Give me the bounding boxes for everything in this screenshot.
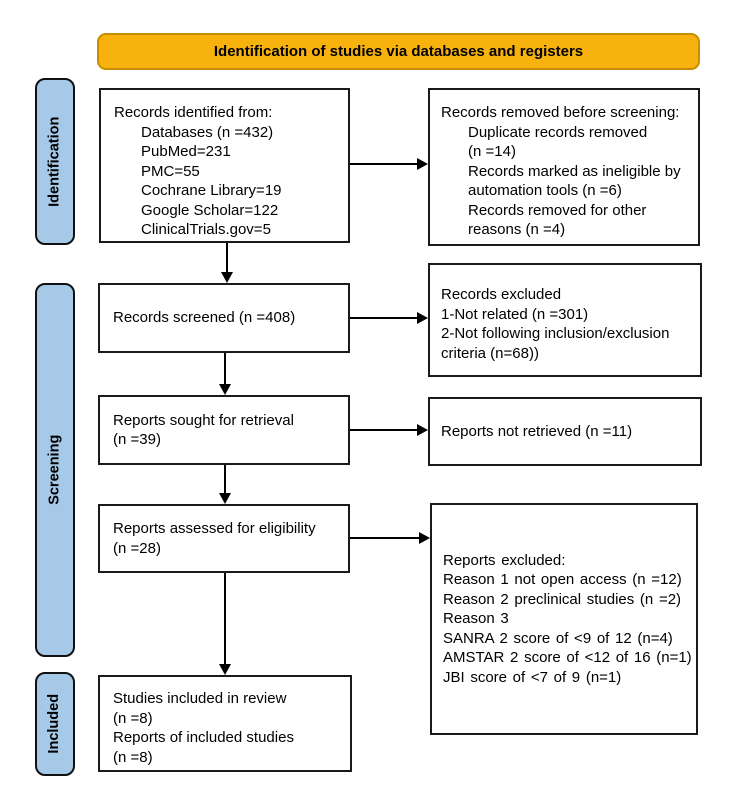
diagram-title-banner: Identification of studies via databases …: [97, 33, 700, 70]
box-line: PMC=55: [141, 162, 200, 180]
box-line: Records marked as ineligible by: [468, 162, 681, 180]
box-line: Reason 2 preclinical studies (n =2): [443, 590, 682, 608]
box-records-removed: Records removed before screening: Duplic…: [428, 88, 700, 246]
box-line: 1-Not related (n =301): [441, 305, 589, 323]
box-line: criteria (n=68)): [441, 344, 539, 362]
box-line: Reports sought for retrieval: [113, 411, 294, 429]
arrow-sought-to-assessed: [219, 465, 231, 504]
box-line: (n =14): [468, 143, 516, 160]
box-records-excluded: Records excluded 1-Not related (n =301) …: [428, 263, 702, 377]
stage-label-screening: Screening: [46, 434, 63, 506]
stage-bar-included: Included: [35, 672, 75, 776]
stage-label-included: Included: [46, 694, 63, 754]
box-line: Reports not retrieved (n =11): [441, 422, 633, 440]
box-line: Reason 1 not open access (n =12): [443, 571, 682, 589]
arrow-assessed-to-reports-excluded: [350, 532, 430, 544]
box-line: AMSTAR 2 score of <12 of 16 (n=1): [443, 649, 692, 667]
box-line: reasons (n =4): [468, 221, 566, 238]
box-line: Records screened (n =408): [113, 309, 296, 327]
box-line: Databases (n =432): [141, 123, 274, 141]
box-line: Duplicate records removed: [468, 123, 648, 141]
box-studies-included: Studies included in review (n =8) Report…: [98, 675, 352, 772]
arrow-screened-to-excluded: [350, 312, 428, 324]
box-reports-assessed: Reports assessed for eligibility (n =28): [98, 504, 350, 573]
box-line: ClinicalTrials.gov=5: [141, 221, 271, 238]
stage-label-identification: Identification: [46, 116, 63, 207]
box-line: Records excluded: [441, 286, 562, 303]
arrow-assessed-to-included: [219, 573, 231, 675]
box-reports-excluded: Reports excluded: Reason 1 not open acce…: [430, 503, 698, 735]
diagram-title: Identification of studies via databases …: [213, 42, 584, 60]
stage-bar-screening: Screening: [35, 283, 75, 657]
arrow-sought-to-not-retrieved: [350, 424, 428, 436]
box-line: 2-Not following inclusion/exclusion: [441, 325, 670, 342]
box-records-screened: Records screened (n =408): [98, 283, 350, 353]
box-line: Reports of included studies: [113, 729, 294, 746]
box-line: (n =39): [113, 431, 161, 448]
box-line: automation tools (n =6): [468, 182, 622, 199]
box-line: SANRA 2 score of <9 of 12 (n=4): [443, 629, 673, 647]
box-line: Cochrane Library=19: [141, 182, 282, 199]
box-line: Records identified from:: [114, 104, 273, 121]
box-line: JBI score of <7 of 9 (n=1): [443, 668, 622, 686]
arrow-screened-to-sought: [219, 353, 231, 395]
box-reports-not-retrieved: Reports not retrieved (n =11): [428, 397, 702, 466]
box-line: (n =28): [113, 539, 161, 557]
box-line: PubMed=231: [141, 143, 231, 160]
stage-bar-identification: Identification: [35, 78, 75, 245]
box-line: (n =8): [113, 748, 153, 766]
box-line: Studies included in review: [113, 690, 287, 707]
box-line: Reason 3: [443, 610, 509, 628]
box-line: Records removed before screening:: [441, 104, 680, 121]
arrow-identified-to-removed: [350, 158, 428, 170]
box-reports-sought: Reports sought for retrieval (n =39): [98, 395, 350, 465]
box-line: Google Scholar=122: [141, 201, 279, 219]
box-line: Records removed for other: [468, 201, 647, 219]
box-records-identified: Records identified from: Databases (n =4…: [99, 88, 350, 243]
arrow-identified-to-screened: [221, 243, 233, 283]
box-line: Reports assessed for eligibility: [113, 520, 316, 537]
box-line: (n =8): [113, 709, 153, 727]
box-line: Reports excluded:: [443, 551, 566, 569]
